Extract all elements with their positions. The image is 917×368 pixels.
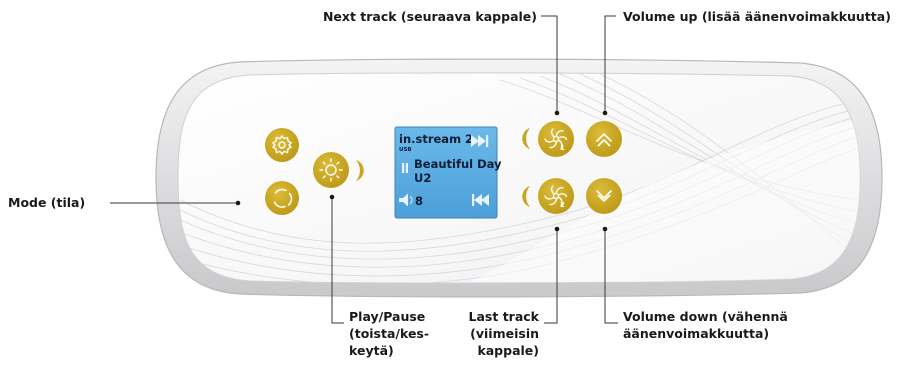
volume-up-button[interactable] bbox=[586, 121, 622, 157]
play-pause-label-line-2: (toista/kes- bbox=[349, 326, 430, 341]
play-pause-indicator-icon bbox=[356, 160, 364, 181]
lcd-song-title: Beautiful Day bbox=[414, 157, 502, 171]
volume-down-button[interactable] bbox=[586, 178, 622, 214]
volume-down-label-line-2: äänenvoimakkuutta) bbox=[623, 326, 770, 341]
lcd-artist: U2 bbox=[414, 171, 431, 185]
sun-icon bbox=[319, 158, 343, 182]
play-pause-label-line-1: Play/Pause bbox=[349, 309, 426, 324]
lcd-screen: in.stream 2 USB Beautiful Day U2 8 bbox=[394, 126, 502, 219]
pump-swirl-icon bbox=[544, 128, 568, 150]
volume-down-label-line-1: Volume down (vähennä bbox=[623, 309, 788, 324]
last-track-indicator-icon bbox=[522, 186, 530, 207]
volume-down-label: Volume down (vähennä äänenvoimakkuutta) bbox=[623, 308, 788, 342]
chevron-down-icon bbox=[596, 190, 612, 202]
play-pause-label-line-3: keytä) bbox=[349, 343, 394, 358]
settings-button[interactable] bbox=[265, 128, 299, 162]
next-track-indicator-icon bbox=[522, 128, 530, 149]
preset-2-number: 2 bbox=[560, 201, 565, 209]
preset-1-number: 1 bbox=[560, 144, 565, 152]
mode-cycle-icon bbox=[273, 188, 293, 208]
last-track-label-line-2: (viimeisin bbox=[470, 326, 539, 341]
mode-label: Mode (tila) bbox=[8, 195, 86, 210]
speaker-icon bbox=[399, 193, 413, 207]
chevron-up-icon bbox=[596, 133, 612, 147]
last-track-label-line-1: Last track bbox=[468, 309, 539, 324]
pump-swirl-icon bbox=[544, 185, 568, 207]
skip-back-icon bbox=[472, 194, 489, 206]
last-track-button[interactable]: 2 bbox=[538, 178, 574, 214]
play-pause-label: Play/Pause (toista/kes- keytä) bbox=[349, 308, 429, 359]
next-track-label: Next track (seuraava kappale) bbox=[322, 9, 537, 24]
gear-icon bbox=[271, 134, 293, 156]
next-track-button[interactable]: 1 bbox=[538, 121, 574, 157]
lcd-volume-level: 8 bbox=[415, 194, 423, 208]
skip-forward-icon bbox=[471, 135, 489, 147]
lcd-source-type: USB bbox=[399, 147, 412, 153]
play-pause-button[interactable] bbox=[313, 152, 349, 188]
callout-leader-lines bbox=[110, 15, 618, 324]
volume-up-label: Volume up (lisää äänenvoimakkuutta) bbox=[623, 9, 891, 24]
pause-icon bbox=[402, 163, 408, 173]
lcd-source-name: in.stream 2 bbox=[399, 132, 473, 146]
last-track-label: Last track (viimeisin kappale) bbox=[469, 308, 539, 359]
last-track-label-line-3: kappale) bbox=[477, 343, 539, 358]
mode-button[interactable] bbox=[265, 181, 299, 215]
